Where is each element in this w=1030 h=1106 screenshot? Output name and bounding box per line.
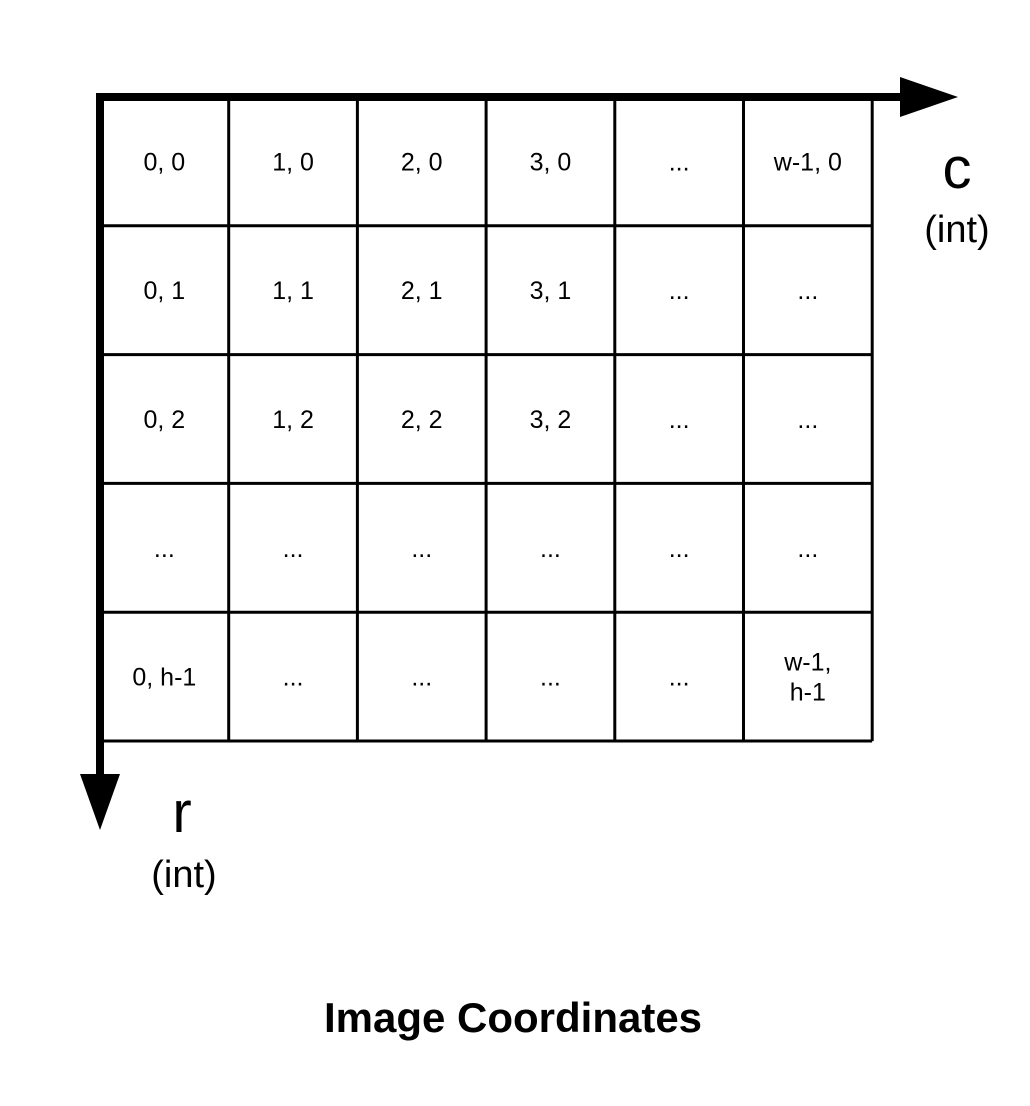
grid-cell-label: 3, 0 — [530, 148, 572, 176]
grid-cell-label: ... — [669, 535, 690, 563]
grid-cell-label: 0, h-1 — [132, 664, 196, 692]
grid-cell-label: ... — [797, 535, 818, 563]
grid-cell-label: 1, 1 — [272, 277, 314, 305]
grid-cell-label: ... — [411, 664, 432, 692]
grid-cell-label: 2, 2 — [401, 406, 443, 434]
grid-cell-label: 2, 0 — [401, 148, 443, 176]
grid-cell-label: ... — [411, 535, 432, 563]
grid-cell-label: ... — [669, 277, 690, 305]
grid-cell-label: 0, 2 — [143, 406, 185, 434]
row-axis-unit: (int) — [151, 854, 216, 896]
grid-cell-label: ... — [283, 664, 304, 692]
row-axis-letter: r — [172, 780, 191, 845]
grid-cell-label: ... — [154, 535, 175, 563]
grid-cell-label: 2, 1 — [401, 277, 443, 305]
grid-lines — [100, 97, 874, 743]
column-axis-arrowhead — [900, 77, 958, 117]
grid-cell-label: ... — [797, 406, 818, 434]
diagram-caption: Image Coordinates — [324, 994, 702, 1041]
grid-cells: 0, 0 1, 0 2, 0 3, 0... w-1, 0 0, 1 1, 1 2, 1 3, … — [132, 148, 842, 706]
grid-cell-label: 3, 1 — [530, 277, 572, 305]
row-axis-arrowhead — [80, 774, 120, 830]
grid-cell-label: 0, 1 — [143, 277, 185, 305]
grid-cell-label: ... — [669, 664, 690, 692]
grid-cell-label: w-1,h-1 — [783, 649, 831, 707]
grid-cell-label: 3, 2 — [530, 406, 572, 434]
grid-cell-label: 1, 0 — [272, 148, 314, 176]
grid-cell-label: 0, 0 — [143, 148, 185, 176]
grid-cell-label: ... — [669, 148, 690, 176]
column-axis-unit: (int) — [924, 209, 989, 251]
grid-cell-label: ... — [540, 664, 561, 692]
grid-cell-label: ... — [669, 406, 690, 434]
grid-cell-label: ... — [283, 535, 304, 563]
grid-cell-label: ... — [797, 277, 818, 305]
grid-cell-label: ... — [540, 535, 561, 563]
column-axis-letter: c — [943, 136, 972, 201]
grid-cell-label: w-1, 0 — [773, 148, 842, 176]
grid-cell-label: 1, 2 — [272, 406, 314, 434]
